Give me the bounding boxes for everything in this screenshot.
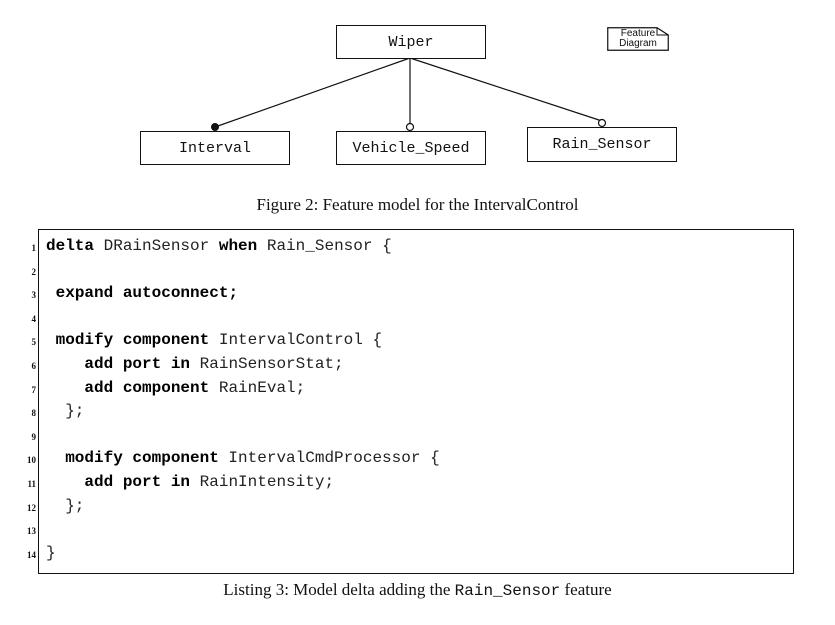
listing-caption-suffix: feature (560, 580, 612, 599)
code-text (46, 379, 84, 397)
code-text: } (46, 543, 56, 562)
code-text: IntervalCmdProcessor { (218, 449, 440, 468)
code-line: add port in RainSensorStat; (46, 355, 344, 373)
code-keyword: expand autoconnect; (55, 284, 239, 303)
feature-interval: Interval (140, 131, 290, 165)
code-keyword: modify component (55, 331, 210, 350)
code-text (46, 473, 84, 491)
listing-caption-code: Rain_Sensor (454, 582, 561, 600)
code-text (46, 284, 56, 302)
code-keyword: when (218, 237, 258, 255)
code-line: add component RainEval; (46, 379, 305, 397)
feature-vehicle-speed: Vehicle_Speed (336, 131, 486, 165)
listing-caption-text: Listing 3: Model delta adding the (223, 580, 455, 599)
code-line: } (46, 544, 56, 562)
code-line: expand autoconnect; (46, 284, 238, 302)
line-number: 3 (31, 290, 37, 301)
code-text: RainIntensity; (190, 473, 335, 491)
code-keyword: modify component (65, 449, 219, 468)
line-number: 12 (27, 502, 36, 513)
code-text: DRainSensor (94, 237, 219, 255)
code-keyword: delta (46, 237, 95, 255)
line-number: 8 (31, 408, 37, 419)
code-line: }; (46, 402, 84, 420)
edge-optional-rain-sensor (409, 57, 603, 122)
code-line: add port in RainIntensity; (46, 473, 334, 491)
line-number: 6 (31, 361, 37, 371)
mandatory-marker (211, 123, 219, 131)
optional-marker (405, 122, 415, 132)
note-shape-icon (607, 27, 669, 51)
code-line: modify component IntervalControl { (46, 331, 382, 349)
code-text: RainEval; (209, 378, 306, 397)
feature-rain-sensor: Rain_Sensor (527, 127, 677, 162)
line-number: 4 (31, 313, 37, 324)
code-keyword: add port in (84, 473, 191, 491)
line-number: 5 (31, 337, 37, 348)
feature-root-wiper: Wiper (336, 25, 486, 59)
code-text: Rain_Sensor { (257, 237, 392, 255)
listing-caption: Listing 3: Model delta adding the Rain_S… (0, 580, 835, 600)
code-text (46, 331, 56, 349)
line-number: 13 (27, 526, 36, 537)
feature-diagram: Wiper Interval Vehicle_Speed Rain_Sensor… (0, 0, 835, 185)
diagram-type-label: Feature Diagram (607, 27, 669, 51)
line-number: 10 (27, 455, 36, 466)
code-listing: delta DRainSensor when Rain_Sensor { exp… (38, 229, 794, 574)
code-text (46, 355, 84, 373)
code-keyword: add port in (84, 355, 191, 373)
line-number: 7 (31, 384, 37, 395)
legend-line-1: Feature (620, 28, 656, 39)
edge-mandatory-interval (214, 57, 411, 128)
code-line: delta DRainSensor when Rain_Sensor { (46, 237, 392, 255)
figure-caption: Figure 2: Feature model for the Interval… (256, 195, 579, 214)
line-number: 2 (31, 266, 37, 277)
code-text: RainSensorStat; (190, 355, 344, 373)
line-number: 9 (31, 431, 37, 442)
code-text: }; (46, 402, 85, 421)
code-line: modify component IntervalCmdProcessor { (46, 449, 440, 468)
line-number: 11 (27, 479, 36, 489)
code-keyword: add component (84, 378, 210, 397)
code-text: IntervalControl { (209, 331, 383, 350)
code-text: }; (46, 496, 85, 515)
optional-marker (597, 118, 607, 128)
feature-diagram-edges (211, 57, 607, 132)
line-number: 1 (31, 243, 37, 253)
code-text (46, 449, 65, 467)
code-line: }; (46, 497, 84, 515)
line-number: 14 (27, 549, 36, 560)
legend-line-2: Diagram (619, 38, 657, 49)
